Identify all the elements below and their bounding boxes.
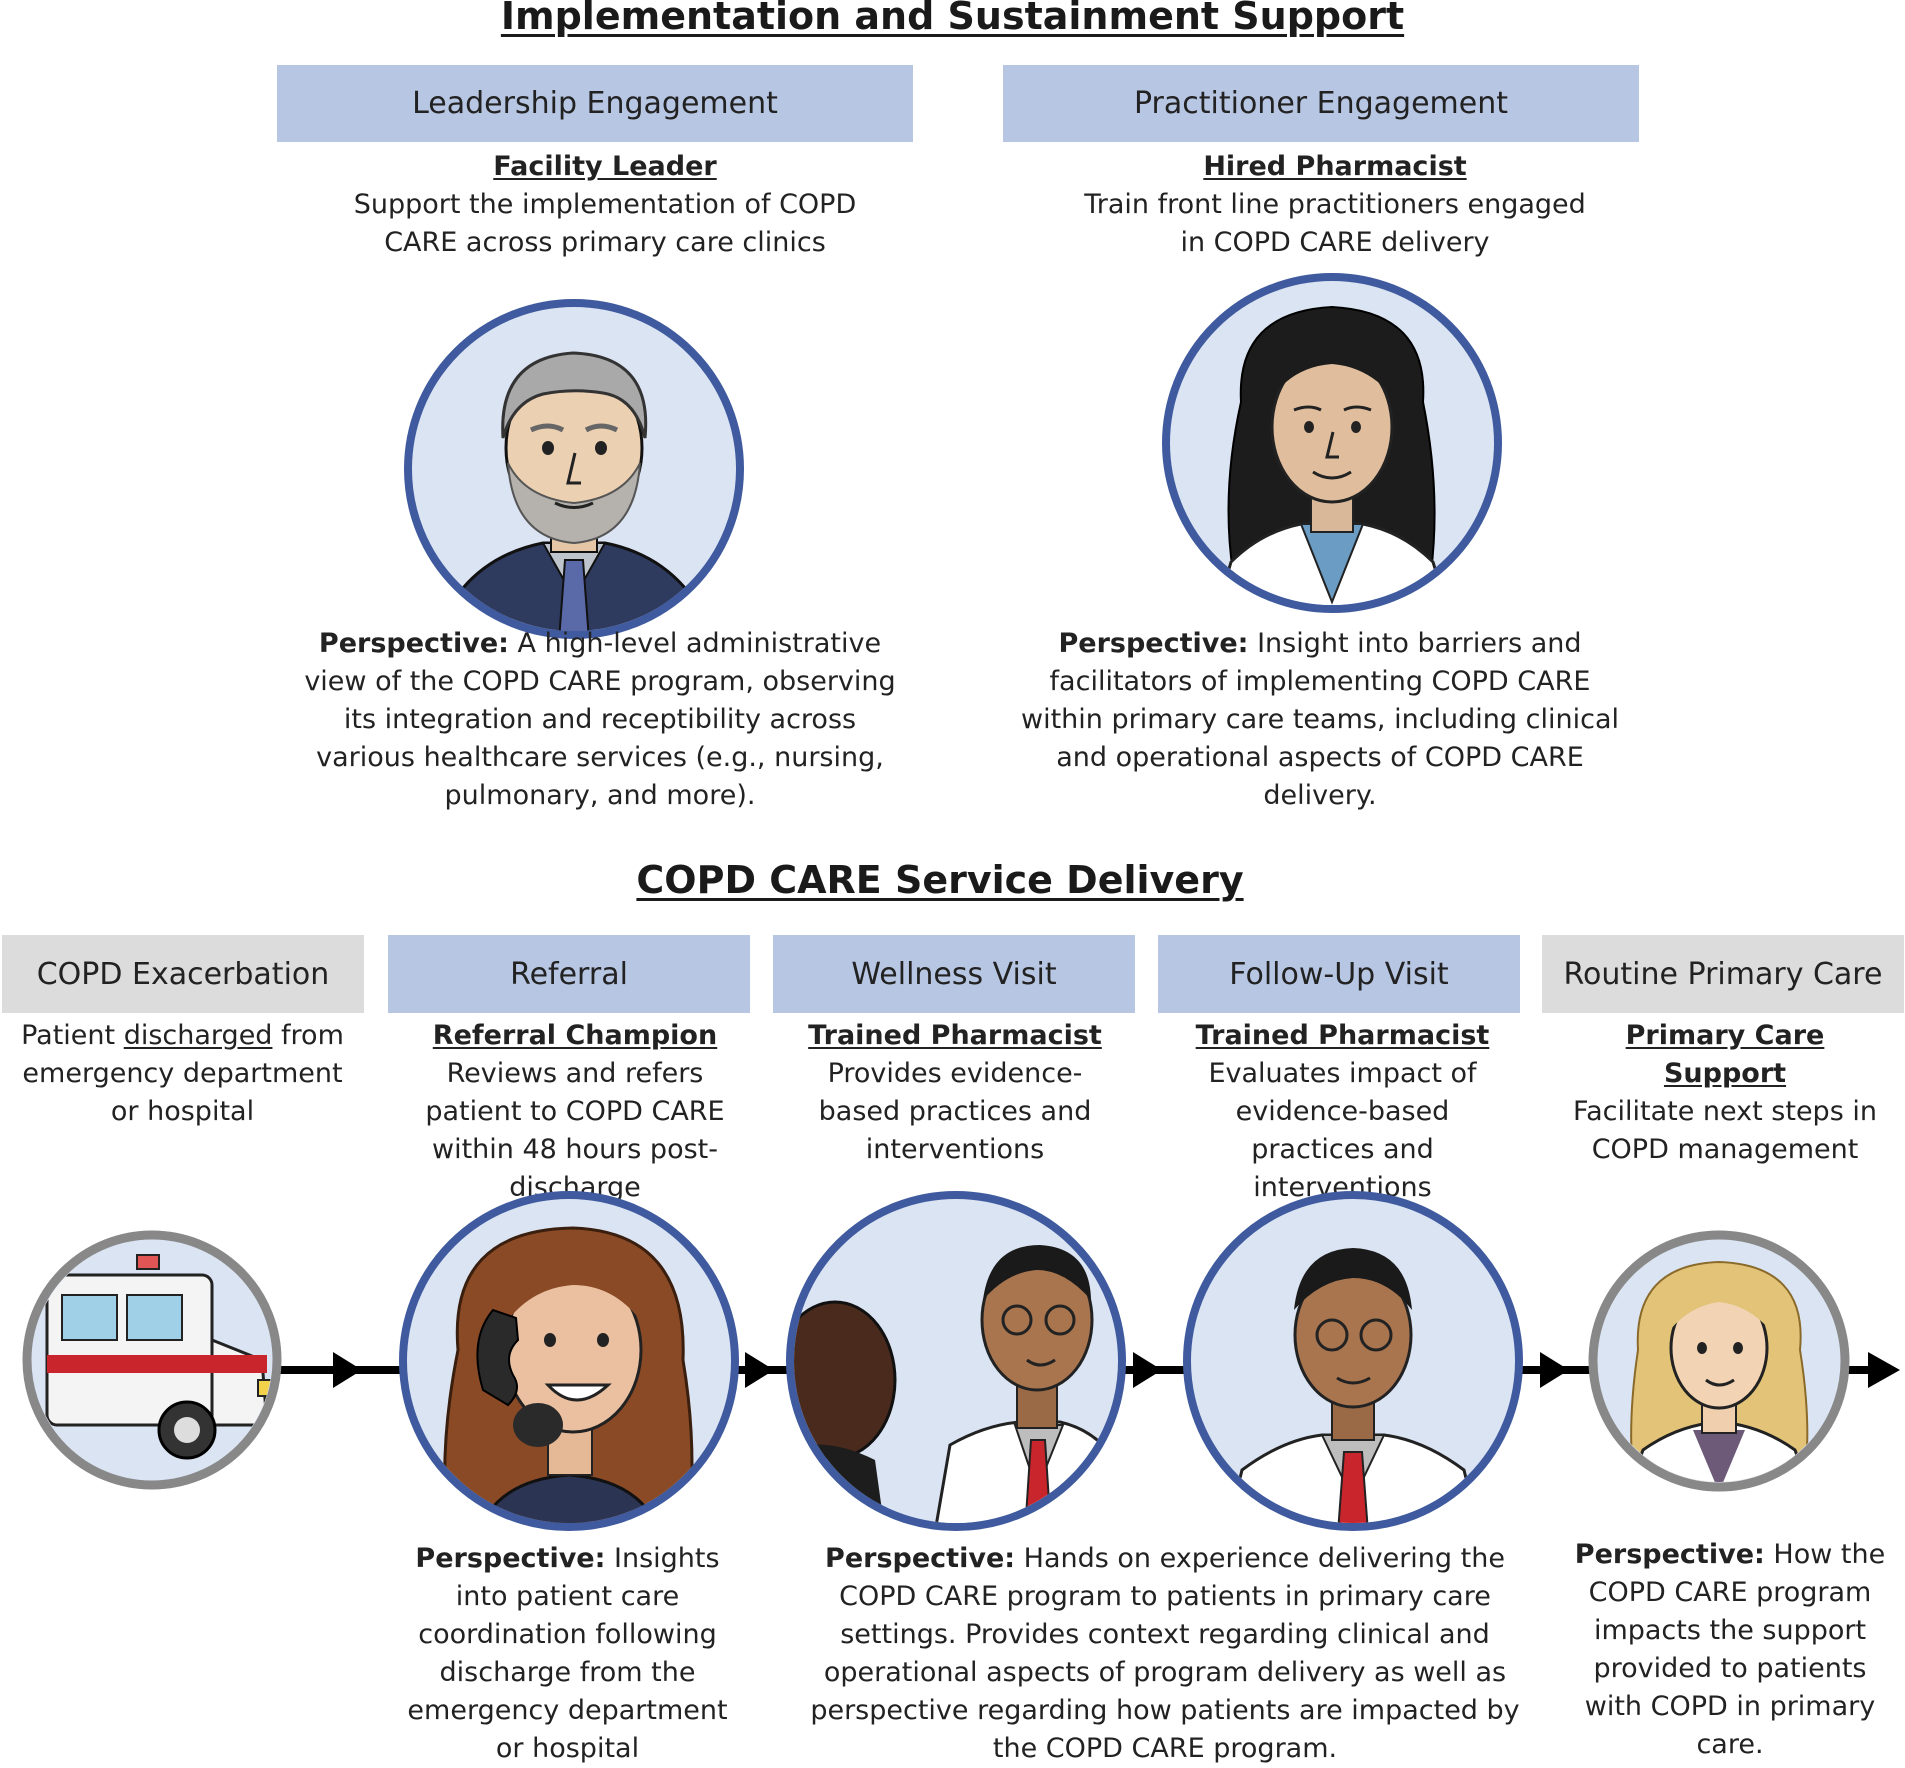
- avatar-primary-care-support: [1588, 1230, 1850, 1492]
- ambulance-illustration: [22, 1230, 282, 1490]
- perspective-label: Perspective:: [415, 1543, 606, 1574]
- facility-leader-block: Facility Leader Support the implementati…: [340, 148, 870, 262]
- referral-champion-block: Referral Champion Reviews and refers pat…: [395, 1017, 755, 1207]
- perspective-text: How the COPD CARE program impacts the su…: [1584, 1539, 1886, 1760]
- role-primary-care-support: Primary Care Support: [1625, 1020, 1825, 1089]
- avatar-referral-champion: [398, 1190, 740, 1532]
- referral-perspective: Perspective: Insights into patient care …: [390, 1540, 745, 1768]
- avatar-followup-pharmacist: [1182, 1190, 1524, 1532]
- header-leadership-engagement: Leadership Engagement: [277, 65, 913, 142]
- copd-exacerbation-description: Patient discharged from emergency depart…: [10, 1017, 355, 1131]
- avatar-facility-leader: [403, 298, 745, 640]
- wellness-pharmacist-block: Trained Pharmacist Provides evidence-bas…: [790, 1017, 1120, 1169]
- header-copd-exacerbation: COPD Exacerbation: [2, 935, 364, 1013]
- pharmacist-perspective: Perspective: Hands on experience deliver…: [790, 1540, 1540, 1768]
- desc-underlined: discharged: [123, 1020, 273, 1051]
- primary-care-support-block: Primary Care Support Facilitate next ste…: [1560, 1017, 1890, 1169]
- avatar-hired-pharmacist: [1161, 272, 1503, 614]
- perspective-text: Insights into patient care coordination …: [407, 1543, 728, 1764]
- facility-leader-perspective: Perspective: A high-level administrative…: [300, 625, 900, 815]
- role-referral-champion: Referral Champion: [432, 1020, 718, 1051]
- desc-part: Patient: [21, 1020, 124, 1051]
- followup-pharmacist-block: Trained Pharmacist Evaluates impact of e…: [1170, 1017, 1515, 1207]
- desc-part: from emergency department or hospital: [22, 1020, 344, 1127]
- perspective-text: Hands on experience delivering the COPD …: [810, 1543, 1520, 1764]
- perspective-label: Perspective:: [1574, 1539, 1765, 1570]
- followup-description: Evaluates impact of evidence-based pract…: [1208, 1058, 1477, 1203]
- perspective-text: Insight into barriers and facilitators o…: [1021, 628, 1619, 811]
- role-facility-leader: Facility Leader: [493, 151, 717, 182]
- perspective-label: Perspective:: [825, 1543, 1016, 1574]
- header-wellness-visit: Wellness Visit: [773, 935, 1135, 1013]
- header-follow-up-visit: Follow-Up Visit: [1158, 935, 1520, 1013]
- perspective-label: Perspective:: [318, 628, 509, 659]
- primary-care-description: Facilitate next steps in COPD management: [1573, 1096, 1877, 1165]
- header-practitioner-engagement: Practitioner Engagement: [1003, 65, 1639, 142]
- hired-pharmacist-perspective: Perspective: Insight into barriers and f…: [1010, 625, 1630, 815]
- role-trained-pharmacist: Trained Pharmacist: [1195, 1020, 1490, 1051]
- perspective-label: Perspective:: [1058, 628, 1249, 659]
- facility-leader-description: Support the implementation of COPD CARE …: [353, 189, 857, 258]
- role-hired-pharmacist: Hired Pharmacist: [1203, 151, 1467, 182]
- perspective-text: A high-level administrative view of the …: [304, 628, 896, 811]
- referral-description: Reviews and refers patient to COPD CARE …: [425, 1058, 725, 1203]
- role-trained-pharmacist: Trained Pharmacist: [808, 1020, 1102, 1051]
- hired-pharmacist-block: Hired Pharmacist Train front line practi…: [1070, 148, 1600, 262]
- header-routine-primary-care: Routine Primary Care: [1542, 935, 1904, 1013]
- header-referral: Referral: [388, 935, 750, 1013]
- primary-care-perspective: Perspective: How the COPD CARE program i…: [1570, 1536, 1890, 1764]
- hired-pharmacist-description: Train front line practitioners engaged i…: [1084, 189, 1586, 258]
- section-title-service-delivery: COPD CARE Service Delivery: [636, 858, 1244, 902]
- avatar-wellness-pharmacist: [785, 1190, 1127, 1532]
- section-title-implementation: Implementation and Sustainment Support: [500, 0, 1405, 38]
- wellness-description: Provides evidence-based practices and in…: [818, 1058, 1092, 1165]
